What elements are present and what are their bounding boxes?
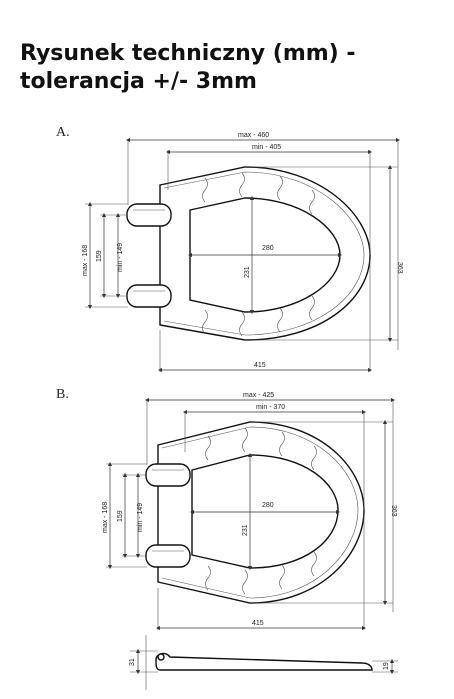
decoration-waves-b-top (205, 427, 317, 471)
dim-side-left-height: 31 (129, 658, 136, 666)
dim-hinge-min-b: min - 149 (137, 503, 144, 532)
dim-inner-width-b: 280 (262, 502, 274, 509)
decoration-waves-a-top (202, 172, 315, 215)
dim-hinge-max-a: max - 168 (82, 245, 89, 276)
hinge-top-b (145, 463, 191, 487)
dim-hinge-mid-b: 159 (117, 510, 124, 522)
dim-inner-height-b: 231 (242, 524, 249, 536)
hinge-bottom-b (145, 544, 191, 568)
section-label-a: A. (56, 125, 70, 140)
dim-outer-height-b: 363 (390, 505, 397, 517)
dim-inner-height-a: 231 (244, 266, 251, 278)
dim-bottom-width-b: 415 (252, 620, 264, 627)
dim-max-width-a: max - 460 (238, 132, 269, 139)
side-view: 31 19 (129, 635, 398, 690)
dim-inner-width-a: 280 (262, 245, 274, 252)
hinge-bottom-a (126, 284, 172, 308)
decoration-waves-b-bottom (205, 551, 317, 595)
decoration-waves-a-bottom (202, 295, 315, 337)
side-hinge (157, 653, 165, 661)
drawing-a: A. max - 460 min - 405 280 (56, 125, 403, 373)
page-title: Rysunek techniczny (mm) - tolerancja +/-… (20, 40, 440, 96)
dim-max-width-b: max - 425 (243, 392, 274, 399)
hinge-top-a (126, 203, 172, 227)
dim-hinge-min-a: min - 149 (117, 243, 124, 272)
dim-side-right-height: 19 (383, 662, 390, 670)
dim-min-width-b: min - 370 (256, 404, 285, 411)
dim-hinge-mid-a: 159 (96, 250, 103, 262)
section-label-b: B. (56, 387, 69, 402)
title-line-2: tolerancja +/- 3mm (20, 69, 257, 94)
drawing-b: B. max - 425 min - 370 280 231 363 415 (56, 387, 397, 631)
dim-bottom-width-a: 415 (254, 362, 266, 369)
dim-hinge-max-b: max - 168 (102, 502, 109, 533)
title-line-1: Rysunek techniczny (mm) - (20, 41, 356, 66)
side-profile (155, 652, 373, 671)
dim-outer-height-a: 363 (396, 262, 403, 274)
dim-min-width-a: min - 405 (252, 144, 281, 151)
